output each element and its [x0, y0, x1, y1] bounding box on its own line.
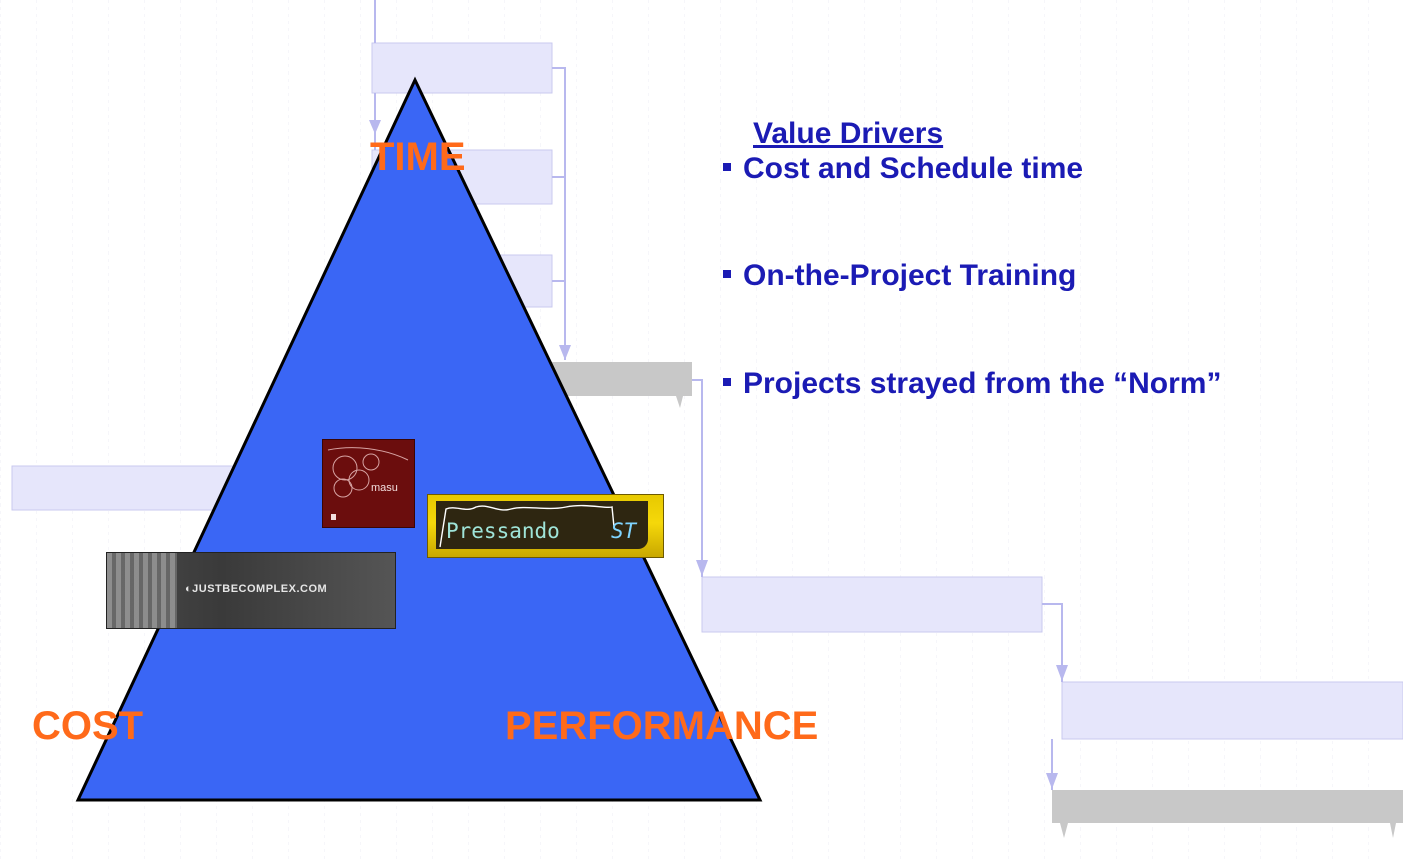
vertex-label-time: TIME — [370, 135, 466, 179]
bullet-square-icon — [723, 163, 731, 172]
pressando-logo: Pressando ST — [427, 494, 664, 558]
value-driver-item: On-the-Project Training — [723, 257, 1076, 295]
value-driver-item: Projects strayed from the “Norm” — [723, 365, 1363, 403]
gantt-bar — [371, 42, 553, 94]
gantt-connector-arrows — [374, 0, 1063, 790]
gantt-bar — [701, 576, 1043, 633]
justbecomplex-logo: ◐JUSTBECOMPLEX.COM — [106, 552, 396, 629]
pressando-logo-panel — [436, 501, 648, 549]
gantt-summary-bar — [552, 362, 692, 408]
value-driver-text: Projects strayed from the “Norm” — [743, 367, 1222, 400]
vertex-label-performance: PERFORMANCE — [505, 704, 819, 748]
pressando-logo-text: Pressando — [446, 519, 560, 543]
value-driver-text: On-the-Project Training — [743, 259, 1077, 292]
masu-flower-icon — [327, 447, 409, 520]
masu-logo-text: masu — [371, 482, 398, 494]
justbecomplex-logo-label: JUSTBECOMPLEX.COM — [192, 583, 328, 595]
vertex-label-cost: COST — [32, 704, 144, 748]
triangle-shape — [75, 76, 763, 802]
value-driver-item: Cost and Schedule time — [723, 150, 1083, 188]
gantt-bar — [1061, 681, 1403, 740]
gantt-arrowheads — [369, 120, 1068, 789]
justbecomplex-logo-text: ◐JUSTBECOMPLEX.COM — [185, 583, 328, 595]
gantt-summary-bar — [1052, 790, 1403, 838]
masu-logo: masu — [322, 439, 415, 528]
gantt-summary-bars — [552, 362, 1403, 838]
bullet-square-icon — [723, 270, 731, 279]
value-drivers-heading: Value Drivers — [753, 117, 944, 150]
pressando-logo-suffix: ST — [611, 519, 637, 543]
building-photo-icon — [107, 553, 177, 628]
bullet-square-icon — [723, 378, 731, 387]
value-driver-text: Cost and Schedule time — [743, 152, 1084, 185]
pressando-wave-icon — [439, 504, 615, 548]
